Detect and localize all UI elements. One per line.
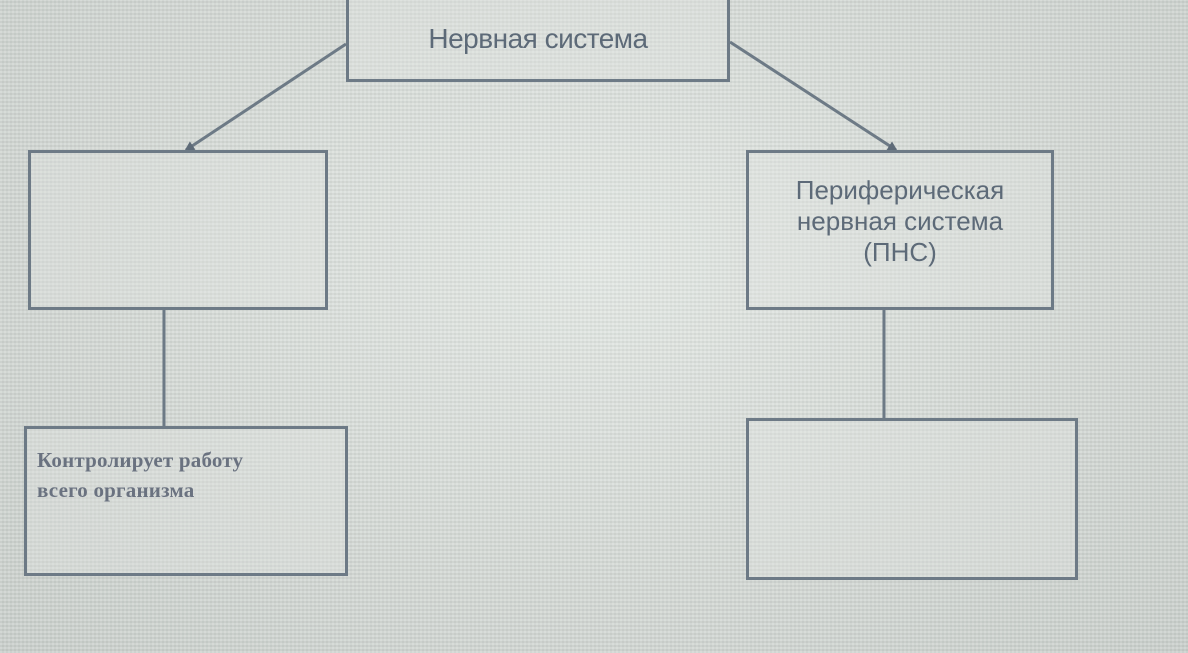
node-nervous-system-label: Нервная система [428,23,648,54]
arrow-root-to-pns [729,40,898,152]
node-cns-function-line-2: всего организма [37,478,195,502]
node-pns-label-line-3: (ПНС) [863,237,937,267]
node-cns-function-line-1: Контролирует работу [37,448,244,472]
node-peripheral-nervous-system: Периферическая нервная система (ПНС) [746,150,1054,310]
node-pns-child-empty [746,418,1078,580]
node-cns-function: Контролирует работу всего организма [24,426,348,576]
arrow-root-to-cns [184,42,347,152]
node-cns-function-text: Контролирует работу всего организма [37,445,243,505]
node-pns-text: Периферическая нервная система (ПНС) [796,175,1004,268]
node-pns-label-line-2: нервная система [796,206,1004,236]
node-central-nervous-system-empty [28,150,328,310]
node-nervous-system: Нервная система [346,0,730,82]
node-pns-label-line-1: Периферическая [795,175,1005,205]
